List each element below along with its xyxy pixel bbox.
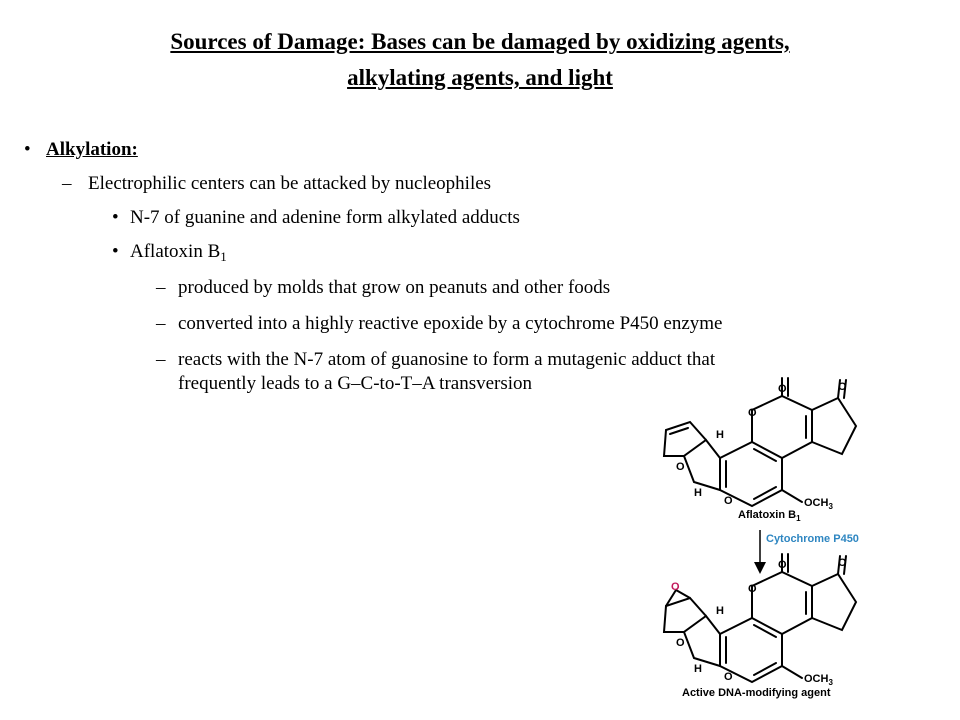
epoxide-structure — [662, 553, 858, 684]
bullet-level2: – — [62, 173, 72, 194]
active-agent-label: Active DNA-modifying agent — [682, 687, 831, 699]
level4-item-3-line2: frequently leads to a G–C-to-T–A transve… — [178, 373, 533, 394]
title-line-1: Sources of Damage: Bases can be damaged … — [170, 29, 790, 54]
cyclopentanone-ring-2 — [811, 572, 858, 632]
aflatoxin-subscript: 1 — [220, 249, 227, 264]
atom-o-lactone-bottom: O — [748, 583, 757, 595]
bullet-level3-1: • — [112, 207, 119, 228]
atom-o-furan-top: O — [724, 495, 733, 507]
ome-bond-2 — [781, 665, 803, 679]
epoxide-bond-a — [675, 589, 691, 599]
slide-title: Sources of Damage: Bases can be damaged … — [40, 24, 920, 96]
dihydrofuran-ring-2 — [682, 614, 721, 667]
section-heading-text: Alkylation: — [46, 139, 138, 160]
atom-o-furan-bottom: O — [724, 671, 733, 683]
atom-o-ketone-bottom: O — [838, 557, 847, 569]
aflatoxin-text: Aflatoxin B — [130, 241, 221, 262]
benzene-inner-bond — [725, 448, 777, 500]
cytochrome-p450-label: Cytochrome P450 — [766, 533, 859, 545]
section-heading: Alkylation: — [46, 138, 138, 162]
title-line-2: alkylating agents, and light — [347, 65, 613, 90]
atom-o-ring-bottom: O — [676, 637, 685, 649]
lactone-ring — [751, 394, 813, 459]
lactone-ring-2 — [751, 570, 813, 635]
atom-o-ketone-top: O — [838, 381, 847, 393]
atom-o-vinyl-top: O — [676, 461, 685, 473]
level4-item-1: produced by molds that grow on peanuts a… — [178, 277, 611, 298]
aflatoxin-b1-structure — [662, 377, 858, 508]
atom-h-upper-top: H — [716, 429, 724, 441]
atom-o-carbonyl-bottom: O — [778, 559, 787, 571]
bullet-level4-2: – — [156, 313, 166, 334]
saturated-ring-2 — [662, 596, 707, 633]
epoxide-bond-b — [665, 589, 677, 607]
aflatoxin-b1-atoms: O O O H O H O OCH3 — [676, 381, 847, 511]
epoxide-atoms: O O O O H O H O OCH3 — [671, 557, 847, 687]
level4-item-3-line1: reacts with the N-7 atom of guanosine to… — [178, 349, 716, 370]
bullet-level4-3: – — [156, 349, 166, 370]
benzene-inner-bond-2 — [725, 624, 777, 676]
atom-och3-bottom: OCH3 — [804, 673, 833, 687]
carbonyl-bond-top — [781, 377, 789, 397]
level4-item-2: converted into a highly reactive epoxide… — [178, 313, 723, 334]
bullet-level4-1: – — [156, 277, 166, 298]
atom-o-lactone-top: O — [748, 407, 757, 419]
vinyl-double-bond — [669, 427, 689, 435]
cyclopentanone-ring — [811, 396, 858, 456]
atom-h-lower-bottom: H — [694, 663, 702, 675]
dihydrofuran-ring — [682, 438, 721, 491]
ketone-bond — [837, 379, 847, 399]
ketone-bond-2 — [837, 555, 847, 575]
bullet-level1: • — [24, 139, 31, 160]
atom-o-carbonyl-top: O — [778, 383, 787, 395]
carbonyl-bond-2 — [781, 553, 789, 573]
bullet-level3-2: • — [112, 241, 119, 262]
atom-h-upper-bottom: H — [716, 605, 724, 617]
level3-item-2: Aflatoxin B1 — [130, 240, 227, 265]
aflatoxin-b1-label: Aflatoxin B1 — [738, 509, 801, 523]
atom-h-lower-top: H — [694, 487, 702, 499]
atom-o-epoxide: O — [671, 581, 680, 593]
level3-item-1: N-7 of guanine and adenine form alkylate… — [130, 207, 520, 228]
level2-item: Electrophilic centers can be attacked by… — [88, 173, 492, 194]
ome-bond — [781, 489, 803, 503]
atom-och3-top: OCH3 — [804, 497, 833, 511]
vinyl-ring — [662, 420, 707, 457]
